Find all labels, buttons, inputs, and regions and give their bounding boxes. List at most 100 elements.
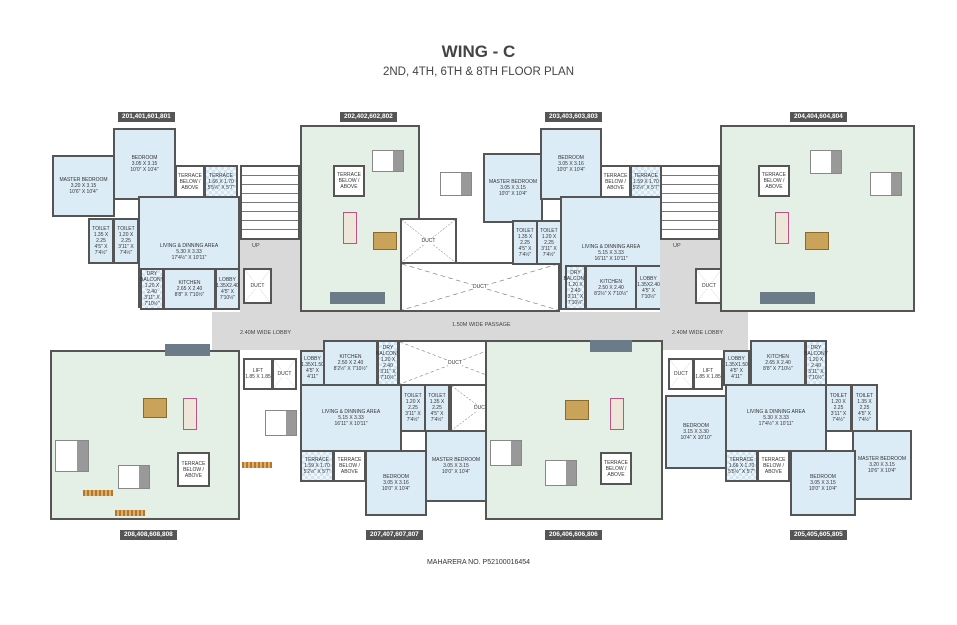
room-name: TERRACE (634, 172, 658, 179)
duct-label: DUCT (474, 405, 488, 411)
terrace-below-label: BELOW / (338, 178, 360, 184)
room-m: 3.05 X 3.15 (443, 463, 469, 469)
room-name: TERRACE (761, 457, 786, 463)
room-ft: ABOVE (340, 469, 359, 475)
lift-label: LIFT (702, 368, 714, 374)
room-ft: ABOVE (764, 469, 783, 475)
plan-title: WING - C (441, 42, 516, 61)
room-name: KITCHEN (600, 278, 622, 285)
terrace-below-label: TERRACE (604, 459, 628, 466)
room-name: KITCHEN (339, 354, 362, 360)
room-name: TERRACE (305, 457, 329, 463)
room-m: 1.20 X 2.40 (568, 281, 583, 294)
room-ft: 16'11" X 10'11" (334, 421, 368, 427)
unit-tag-204: 204,404,604,804 (790, 112, 847, 122)
room-ft: ABOVE (606, 184, 625, 191)
staircase (660, 165, 720, 240)
bed (810, 150, 842, 174)
room-ft: 5'5½" X 5'7" (207, 184, 235, 191)
duct-label: DUCT (674, 371, 688, 377)
room-m: 1.66 X 1.70 (208, 178, 234, 185)
unit-tag-201: 201,401,601,801 (118, 112, 175, 122)
room-name: TOILET (516, 227, 534, 234)
room-ft: 8'2½" X 7'10½" (333, 366, 368, 372)
room-name: BEDROOM (683, 423, 709, 429)
room-ft: 10'0" X 10'4" (130, 167, 159, 173)
room-ft: 17'4½" X 10'11" (171, 255, 207, 261)
room-name: MASTER BEDROOM (488, 179, 538, 185)
room-name: MASTER BEDROOM (59, 177, 108, 183)
lobby-right-label: 2.40M WIDE LOBBY (672, 330, 724, 336)
terrace-below-label: TERRACE (337, 172, 361, 178)
room-name: LOBBY (728, 356, 745, 362)
up-label: UP (252, 243, 260, 249)
duct-lift-right: DUCT (668, 358, 694, 390)
room-ft: 4'5" X 4'11" (305, 368, 319, 380)
duct-label: DUCT (421, 238, 436, 244)
sofa (343, 212, 357, 244)
room-m: 3.05 X 3.15 (500, 185, 526, 191)
room-ft: 4'5" X 7'10½" (219, 289, 236, 301)
room-name: BEDROOM (810, 474, 836, 480)
room-m: 1.66 X 1.70 (728, 463, 755, 469)
room-name: TERRACE (337, 457, 362, 463)
room-m: 1.35X1.50 (725, 362, 748, 368)
dining-table (565, 400, 589, 420)
duct-label: DUCT (250, 283, 265, 289)
room-ft: 3'11" X 7'4½" (541, 245, 557, 258)
room-m: BELOW / (339, 463, 360, 469)
room-m: 1.59 X 1.70 (304, 463, 330, 469)
room-name: LOBBY (640, 275, 657, 282)
terrace-below-label: BELOW / (763, 178, 785, 184)
room-m: 1.35 X 2.25 (857, 399, 872, 411)
wardrobe (83, 490, 113, 496)
unit-tag-202: 202,402,602,802 (340, 112, 397, 122)
room-ft: 17'4½" X 10'11" (758, 421, 794, 427)
room-ft: 5'2½" X 5'7" (303, 469, 331, 475)
lobby-left-label: 2.40M WIDE LOBBY (240, 330, 292, 336)
room-ft: ABOVE (181, 184, 199, 191)
terrace-below-label: TERRACE (762, 172, 786, 178)
room-ft: 8'2½" X 7'10½" (594, 290, 628, 297)
terrace-below-label: ABOVE (765, 184, 783, 190)
room-name: LIVING & DINNING AREA (321, 409, 381, 415)
room-name: TOILET (540, 227, 558, 234)
terrace-below-label: ABOVE (184, 472, 203, 479)
terrace-below-label: BELOW / (605, 465, 627, 472)
room-ft: 10'0" X 10'4" (808, 486, 838, 492)
room-ft: 10'0" X 10'4" (441, 469, 471, 475)
bed (118, 465, 150, 489)
room-name: LIVING & DINNING AREA (581, 244, 641, 250)
room-name: DRY BALCONY (804, 345, 828, 357)
room-m: 3.05 X 3.15 (131, 161, 158, 167)
bed (55, 440, 89, 472)
room-name: TERRACE (178, 172, 202, 179)
room-name: TERRACE (603, 172, 628, 179)
room-name: DRY BALCONY (563, 269, 588, 282)
unit-tag-208: 208,408,608,808 (120, 530, 177, 540)
duct-label: DUCT (702, 283, 716, 289)
room-m: 1.20 X 2.25 (118, 232, 134, 244)
kitchen-counter (760, 292, 815, 304)
up-label: UP (673, 243, 681, 249)
